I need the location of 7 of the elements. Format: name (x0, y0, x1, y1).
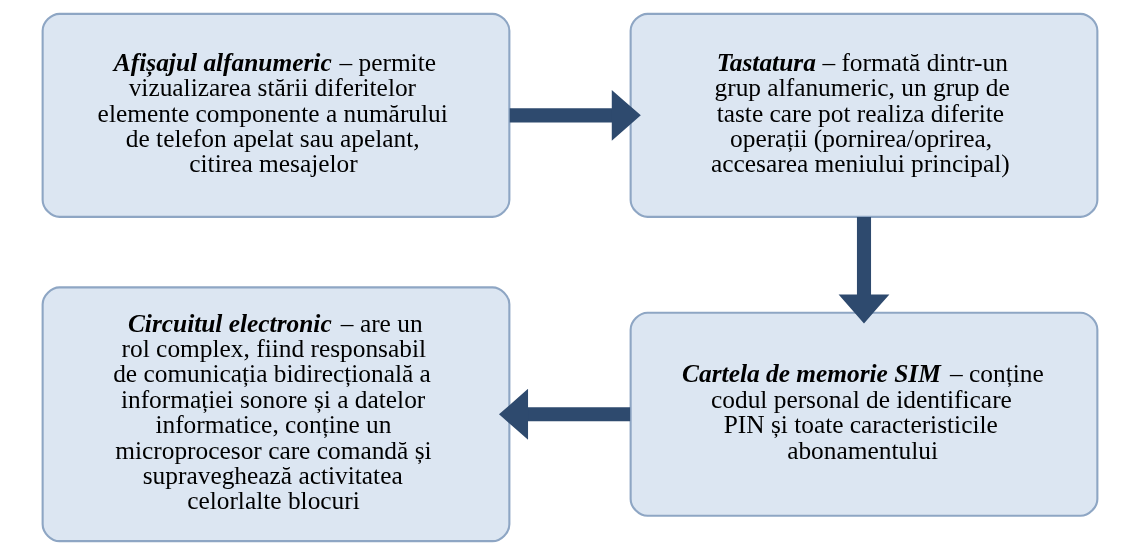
arrow (509, 89, 641, 141)
node-box: Afișajul alfanumeric – permite vizualizarea stării diferitelor elemente componente a numărului de telefon apelat sau apelant, citirea mesajelor (41, 12, 510, 218)
node-box: Cartela de memorie SIM – conține codul personal de identificare PIN și toate caracteristicile abonamentului (629, 311, 1098, 517)
node-box: Circuitul electronic – are un rol complex, fiind responsabil de comunicația bidirecțională a informației sonore și a datelor informatice, conține un microprocesor care comandă și supraveghează activitatea celorlalte blocuri (41, 286, 510, 543)
arrow (498, 388, 630, 440)
arrow (838, 217, 889, 324)
node-box: Tastatura – formată dintr-un grup alfanumeric, un grup de taste care pot realiza diferite operații (pornirea/oprirea, accesarea meniului principal) (629, 12, 1098, 218)
